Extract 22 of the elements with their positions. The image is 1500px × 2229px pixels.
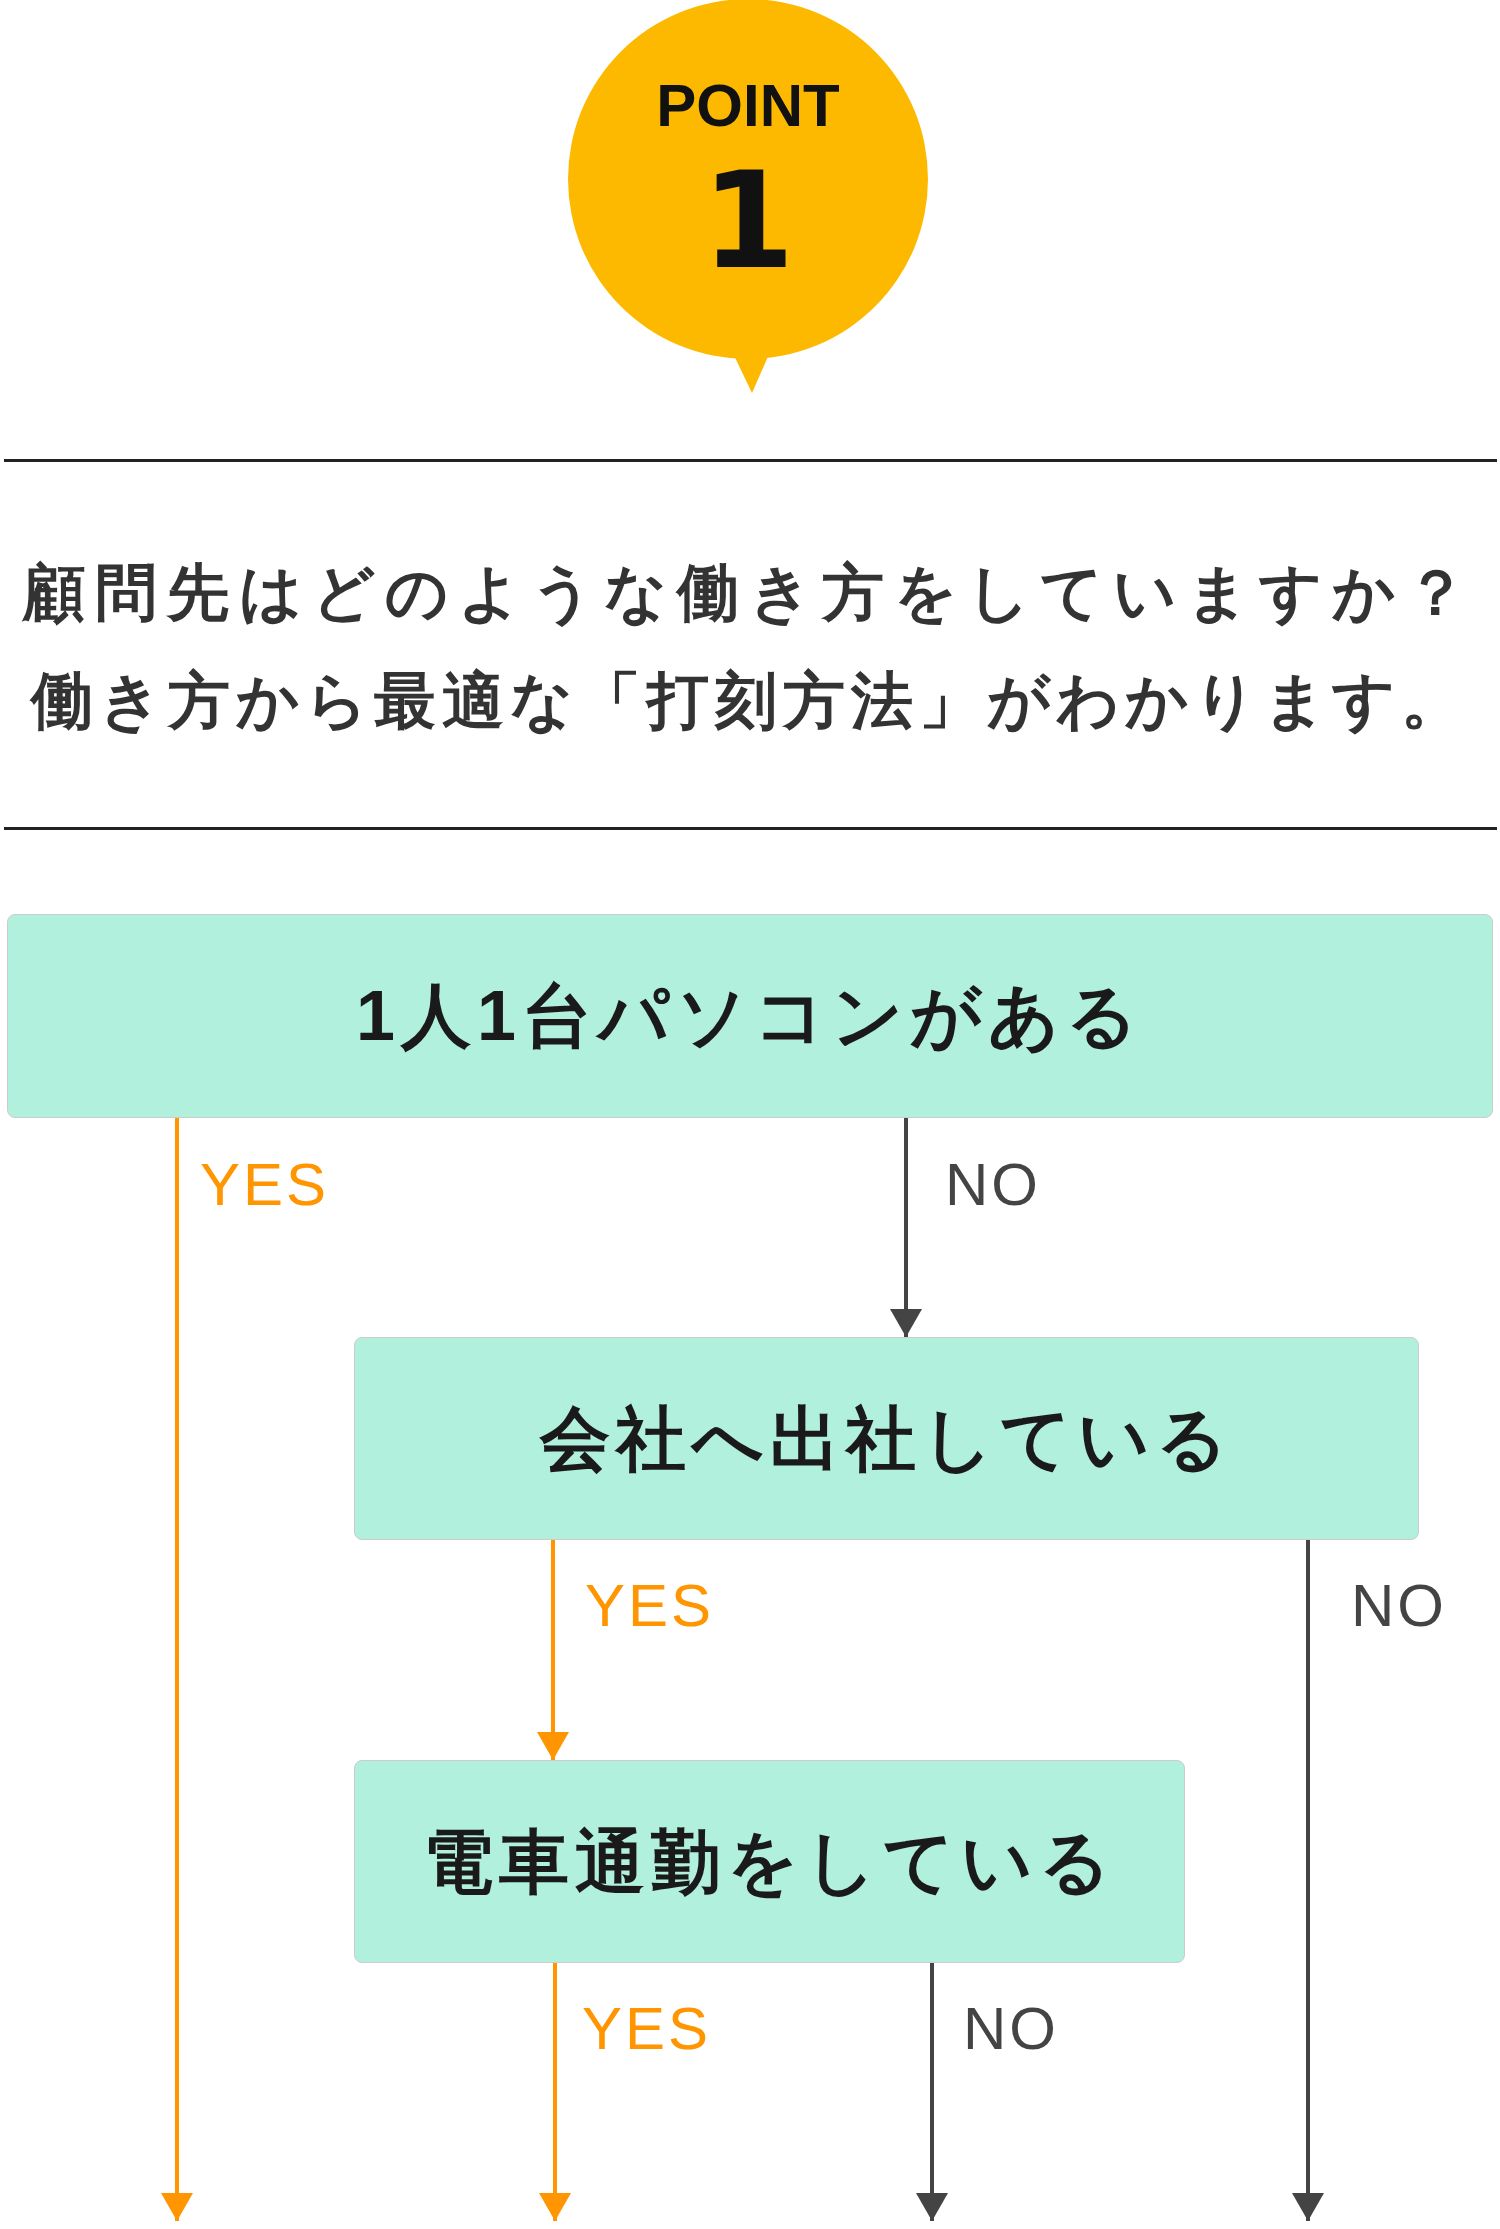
process-box <box>354 1337 1419 1540</box>
process-box <box>354 1760 1185 1963</box>
heading-text: 顧問先はどのような働き方をしていますか？ <box>23 557 1477 629</box>
edge-label: NO <box>1351 1571 1447 1641</box>
arrow <box>1292 1540 1324 2221</box>
box-text: 電車通勤をしている <box>422 1821 1117 1903</box>
bubble-number: 1 <box>701 150 795 292</box>
edge-label: YES <box>585 1571 715 1641</box>
box-text: 1人1台パソコンがある <box>356 976 1144 1057</box>
process-box <box>7 914 1493 1118</box>
edge-label: NO <box>945 1150 1041 1220</box>
arrow <box>539 1963 571 2221</box>
arrow <box>890 1118 922 1337</box>
edge-label: NO <box>963 1994 1059 2064</box>
edge-label: YES <box>200 1150 330 1220</box>
arrow <box>537 1540 569 1760</box>
bubble-heading: POINT <box>656 72 840 140</box>
box-text: 会社へ出社している <box>539 1398 1234 1480</box>
arrow <box>161 1118 193 2221</box>
heading-text: 働き方から最適な「打刻方法」がわかります。 <box>31 665 1469 737</box>
edge-label: YES <box>582 1994 712 2064</box>
arrow <box>916 1963 948 2221</box>
